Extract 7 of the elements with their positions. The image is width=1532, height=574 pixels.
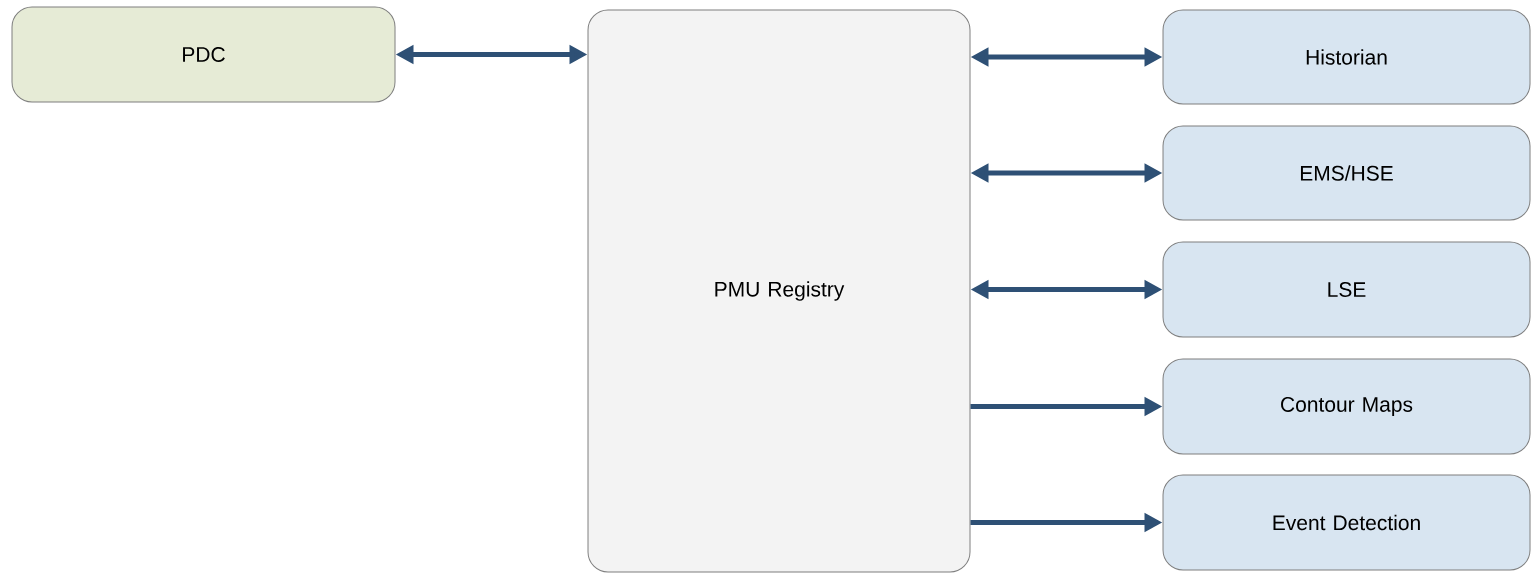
process-box: Event Detection [1162, 474, 1531, 571]
process-box: Historian [1162, 9, 1531, 105]
process-box: EMS/HSE [1162, 125, 1531, 221]
process-box: Contour Maps [1162, 358, 1531, 455]
registry-box: PMU Registry [587, 9, 971, 573]
process-box: LSE [1162, 241, 1531, 338]
process-box: PDC [11, 6, 396, 103]
